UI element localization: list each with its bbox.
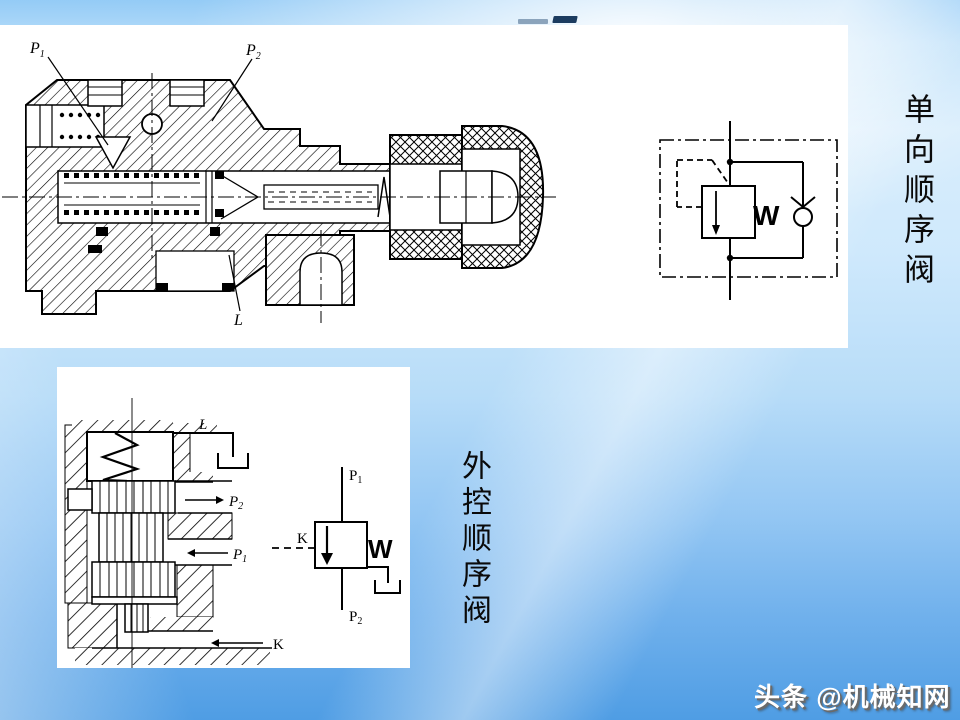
spring-chamber <box>86 431 174 482</box>
top-diagram-panel: P1 P2 L W <box>0 25 848 348</box>
external-pilot-valve-symbol: P1 K W P2 <box>272 467 401 627</box>
spring-icon: W <box>753 200 780 231</box>
p1-arrow-icon <box>187 549 195 557</box>
external-pilot-valve-drawing: L P2 P1 <box>64 398 401 668</box>
flow-arrow-icon <box>712 225 720 235</box>
k-arrow-icon <box>211 639 219 647</box>
cropped-title-fragment <box>552 16 578 23</box>
check-sequence-valve-symbol: W <box>659 121 838 300</box>
drain-line <box>173 432 249 469</box>
p1-label: P1 <box>232 547 247 565</box>
p2-label: P2 <box>228 494 243 512</box>
l-label: L <box>198 417 207 433</box>
port-labels: P1 P2 L <box>29 40 261 329</box>
symbol-k-label: K <box>297 531 308 547</box>
housing-blocks <box>64 420 270 665</box>
spool <box>67 480 213 633</box>
symbol-p2-label: P2 <box>349 609 362 627</box>
poppet-cone <box>94 136 132 170</box>
symbol-boundary-box <box>659 139 838 278</box>
bottom-boss <box>265 234 355 306</box>
drain-cup-icon <box>374 580 401 594</box>
spring-icon: W <box>368 534 393 564</box>
main-spring-section <box>64 173 199 215</box>
check-sequence-valve-drawing: P1 P2 L W <box>2 40 838 329</box>
caption-single-direction-sequence-valve: 单向顺序阀 <box>899 93 934 293</box>
port-labels: P2 P1 K <box>185 494 284 653</box>
drain-channel <box>155 250 235 292</box>
k-label: K <box>273 637 284 653</box>
flow-arrow-icon <box>321 553 333 565</box>
symbol-p1-label: P1 <box>349 468 362 486</box>
pilot-line <box>676 159 729 208</box>
valve-square <box>314 521 368 569</box>
caption-external-pilot-sequence-valve: 外控顺序阀 <box>457 450 490 630</box>
valve-square <box>701 185 756 239</box>
check-valve-icon <box>790 196 816 227</box>
bottom-diagram-panel: L P2 P1 <box>57 367 410 668</box>
p2-arrow-icon <box>216 496 224 504</box>
p2-label: P2 <box>245 42 261 62</box>
l-label: L <box>233 312 243 329</box>
centerlines <box>2 73 556 323</box>
channel-lines <box>92 480 272 649</box>
drain-cup-icon <box>217 453 249 469</box>
watermark: 头条 @机械知网 <box>754 682 951 712</box>
p1-label: P1 <box>29 40 45 60</box>
spring-icon <box>99 432 141 483</box>
cropped-title-fragment <box>518 19 548 24</box>
